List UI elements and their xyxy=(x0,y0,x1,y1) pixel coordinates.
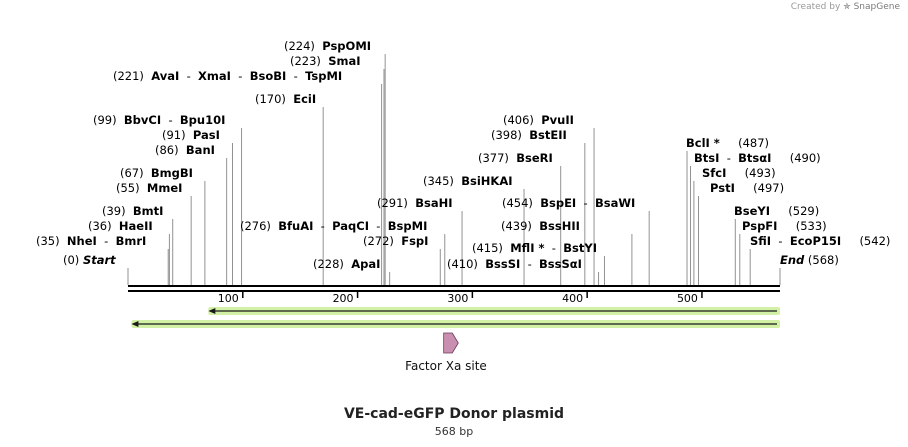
site-label: (39) BmtI xyxy=(102,204,163,218)
site-label: (221) AvaI - XmaI - BsoBI - TspMI xyxy=(113,69,342,83)
linear-plasmid-map: 100 200 300 400 500 (35) NheI - BmrI(36) Hae… xyxy=(36,39,890,373)
start-label: (0) Start xyxy=(63,253,116,267)
site-label: (272) FspI xyxy=(363,234,428,248)
scale-tick-label: 300 xyxy=(447,292,468,305)
feature-label: Factor Xa site xyxy=(405,359,487,373)
plasmid-title: VE-cad-eGFP Donor plasmid xyxy=(343,406,565,422)
site-label: (398) BstEII xyxy=(491,128,567,142)
cut-site-lines xyxy=(127,54,781,285)
site-label: (276) BfuAI - PaqCI - BspMI xyxy=(240,219,427,233)
site-label: BseYI (529) xyxy=(734,204,819,218)
end-label: End (568) xyxy=(780,253,839,267)
arrow-left-icon xyxy=(131,321,139,327)
site-label: (410) BssSI - BssSαI xyxy=(447,257,582,271)
scale-tick-label: 100 xyxy=(218,292,239,305)
site-label: (345) BsiHKAI xyxy=(423,174,513,188)
site-label: (55) MmeI xyxy=(116,181,182,195)
plasmid-backbone xyxy=(128,285,780,292)
scale-tick-label: 400 xyxy=(562,292,583,305)
site-labels: (35) NheI - BmrI(36) HaeII(39) BmtI (55) … xyxy=(36,39,890,271)
site-label: (99) BbvCI - Bpu10I xyxy=(93,113,225,127)
scale-tick-label: 500 xyxy=(677,292,698,305)
factor-xa-site-arrow xyxy=(443,332,459,354)
site-label: (224) PspOMI xyxy=(284,39,371,53)
site-label: (439) BssHII xyxy=(501,219,580,233)
site-label: (377) BseRI xyxy=(478,151,553,165)
site-label: (67) BmgBI xyxy=(120,166,193,180)
site-label: (223) SmaI xyxy=(290,54,361,68)
credit-brand: SnapGene xyxy=(853,2,900,12)
site-label: (406) PvuII xyxy=(503,113,574,127)
credit-prefix: Created by xyxy=(790,2,841,12)
site-label: SfcI (493) xyxy=(702,166,776,180)
site-label: BclI * (487) xyxy=(686,136,769,150)
snapgene-logo-icon: ✯ xyxy=(843,2,851,12)
snapgene-credit: Created by ✯ SnapGene xyxy=(791,2,900,12)
feature-track: Factor Xa site xyxy=(131,307,780,373)
arrow-left-icon xyxy=(208,308,216,314)
plasmid-length: 568 bp xyxy=(434,425,474,438)
site-label: (415) MflI * - BstYI xyxy=(472,241,597,255)
site-label: PspFI (533) xyxy=(742,219,827,233)
site-label: (91) PasI xyxy=(162,128,220,142)
site-label: (36) HaeII xyxy=(88,219,153,233)
site-label: PstI (497) xyxy=(710,181,784,195)
site-label: (454) BspEI - BsaWI xyxy=(502,196,635,210)
site-label: BtsI - BtsαI (490) xyxy=(694,151,821,165)
site-label: (291) BsaHI xyxy=(377,196,453,210)
site-label: (86) BanI xyxy=(155,143,215,157)
site-label: (35) NheI - BmrI xyxy=(36,234,146,248)
scale-tick-label: 200 xyxy=(333,292,354,305)
site-label: (228) ApaI xyxy=(313,257,380,271)
site-label: (170) EciI xyxy=(255,92,316,106)
scale-ticks: 100 200 300 400 500 xyxy=(218,291,703,305)
site-label: SfiI - EcoP15I (542) xyxy=(750,234,890,248)
